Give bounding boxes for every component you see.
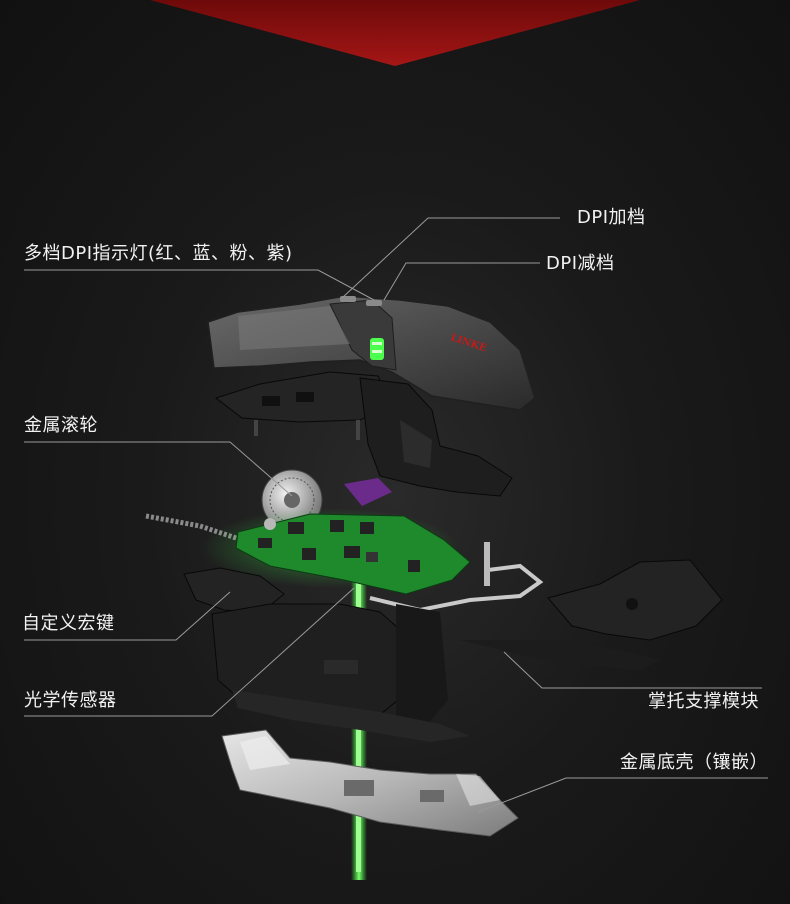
inner-chassis <box>214 371 513 497</box>
leader-metal-wheel <box>24 441 293 497</box>
top-shell: LINKE <box>207 295 536 411</box>
label-dpi-up: DPI加档 <box>577 207 646 228</box>
label-macro-keys: 自定义宏键 <box>22 613 115 634</box>
top-red-banner <box>150 0 640 66</box>
label-metal-base: 金属底壳（镶嵌） <box>620 752 768 773</box>
leader-optical-sensor <box>24 587 355 717</box>
leader-palm-rest <box>503 651 762 689</box>
macro-key-module <box>183 567 285 613</box>
leader-macro-keys <box>24 591 231 641</box>
dpi-led <box>370 338 384 360</box>
label-dpi-indicator: 多档DPI指示灯(红、蓝、粉、紫) <box>24 243 293 264</box>
leader-metal-base <box>477 777 768 813</box>
leader-dpi-down <box>383 262 540 301</box>
leader-lines <box>24 217 768 813</box>
label-dpi-down: DPI减档 <box>546 253 615 274</box>
pcb-board <box>200 508 471 595</box>
palm-rest-module <box>460 559 723 670</box>
leader-dpi-indicator <box>24 269 375 301</box>
label-metal-wheel: 金属滚轮 <box>24 415 98 436</box>
metal-base <box>221 729 519 837</box>
label-optical-sensor: 光学传感器 <box>24 690 117 711</box>
leader-dpi-up <box>341 217 560 299</box>
label-palm-rest: 掌托支撑模块 <box>648 691 759 712</box>
sensor-body <box>211 603 470 742</box>
